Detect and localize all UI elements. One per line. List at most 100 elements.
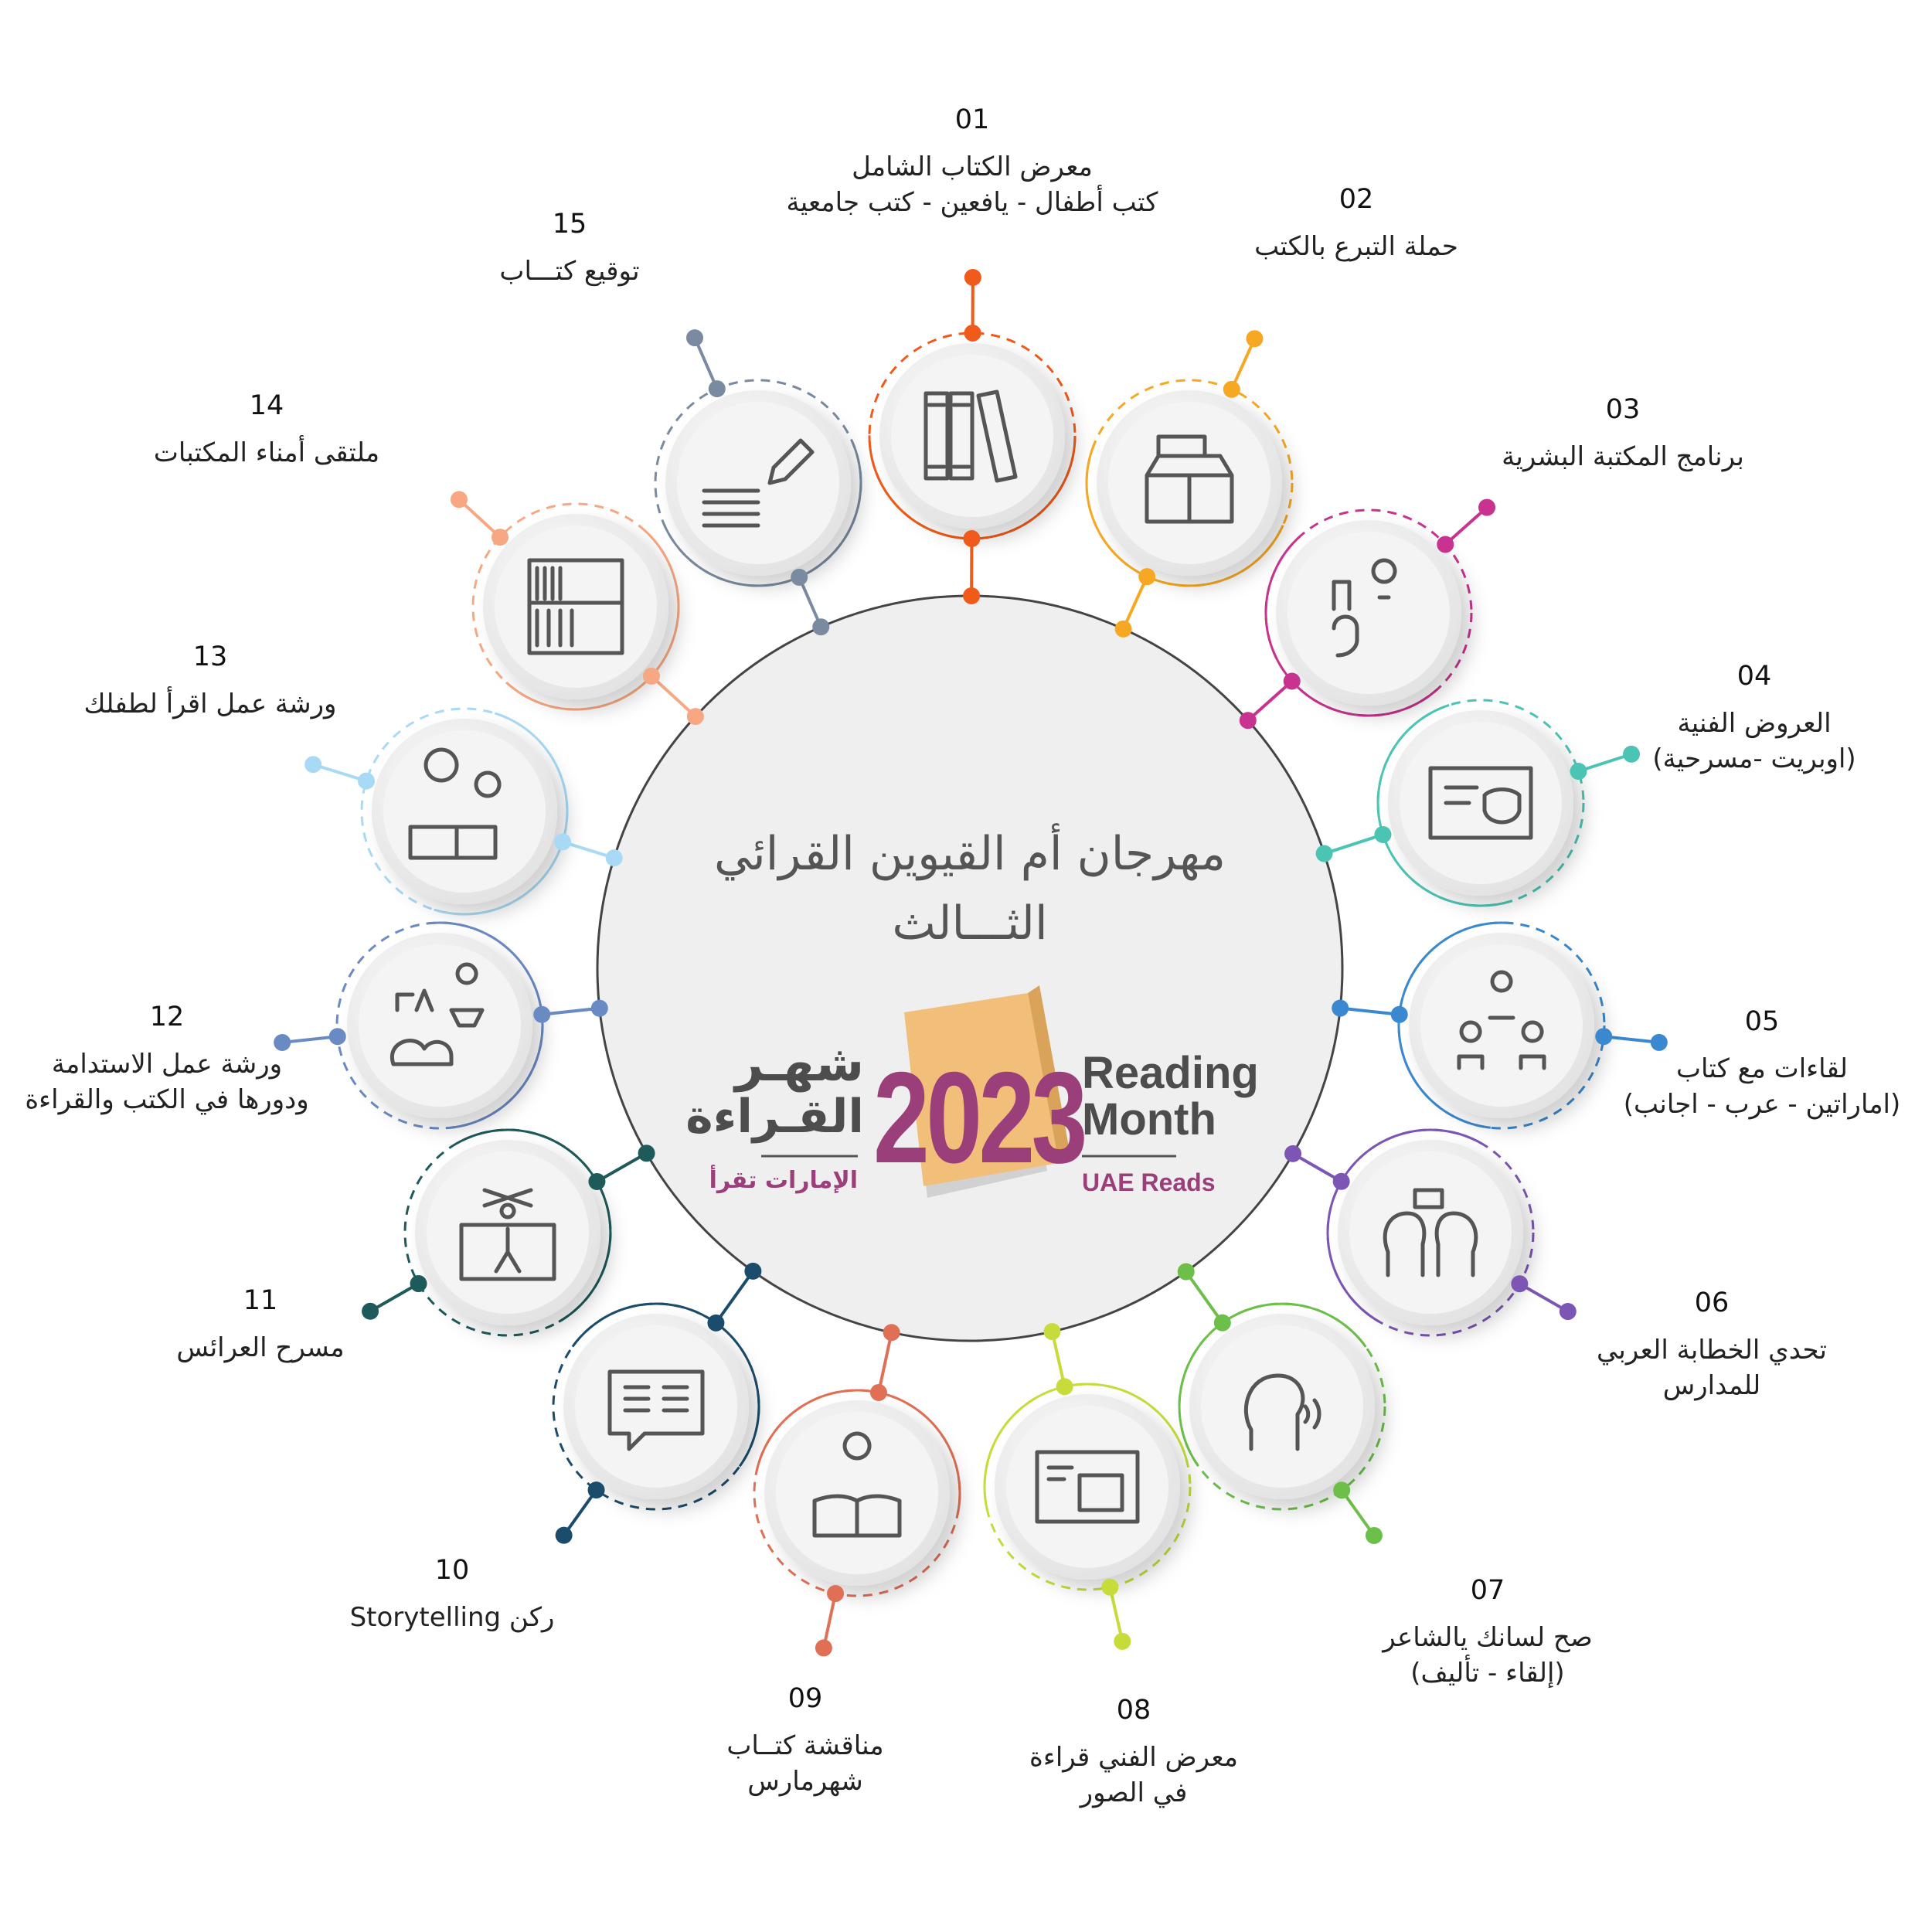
connector-dot bbox=[1043, 1323, 1061, 1341]
connector-dot bbox=[1283, 672, 1301, 690]
activity-number: 08 bbox=[1116, 1695, 1151, 1726]
inner-connector bbox=[1340, 1006, 1400, 1016]
inner-connector bbox=[714, 1270, 755, 1325]
connector-dot bbox=[963, 529, 981, 547]
activity-node-14 bbox=[450, 491, 704, 726]
activity-node-03 bbox=[1239, 498, 1496, 730]
activity-title-line: شهرمارس bbox=[747, 1766, 863, 1797]
book-box-icon bbox=[1145, 434, 1234, 524]
inner-connector bbox=[1121, 576, 1149, 630]
connector-dot bbox=[1374, 825, 1392, 843]
logo-book-icon bbox=[904, 985, 1070, 1198]
activity-title-line: صح لسانك يالشاعر bbox=[1383, 1622, 1593, 1653]
connector-dot bbox=[533, 1005, 551, 1023]
activity-title-line: ركن Storytelling bbox=[349, 1602, 555, 1633]
activity-label-09: 09 مناقشة كتــاب شهرمارس bbox=[726, 1683, 883, 1799]
connector-dot bbox=[1177, 1263, 1195, 1281]
puppet-icon bbox=[459, 1188, 556, 1281]
activity-node-15 bbox=[654, 329, 862, 636]
activity-number: 11 bbox=[243, 1285, 278, 1316]
logo-ar-line1: شهـر bbox=[735, 1036, 864, 1093]
icon-disc-inner bbox=[1006, 1406, 1168, 1568]
connector-dot bbox=[827, 1585, 845, 1603]
outer-connector bbox=[281, 1035, 338, 1044]
activity-node-02 bbox=[1085, 330, 1294, 638]
inner-connector bbox=[798, 577, 823, 628]
activity-title-line: برنامج المكتبة البشرية bbox=[1502, 441, 1744, 472]
activity-title-line: لقاءات مع كتاب bbox=[1675, 1053, 1849, 1084]
activity-title-line: مناقشة كتــاب bbox=[726, 1730, 884, 1761]
connector-dot bbox=[686, 329, 704, 347]
human-library-icon bbox=[1332, 558, 1397, 658]
connector-dot bbox=[963, 587, 981, 605]
icon-disc-inner bbox=[1287, 532, 1450, 694]
activity-number: 06 bbox=[1694, 1287, 1730, 1318]
icon-disc-inner bbox=[776, 1412, 938, 1574]
inner-connector bbox=[877, 1332, 893, 1393]
inner-connector bbox=[596, 1151, 648, 1183]
icon-disc-inner bbox=[1400, 722, 1562, 884]
activity-title-line: معرض الفني قراءة bbox=[1029, 1742, 1238, 1773]
activity-node-05 bbox=[1332, 921, 1668, 1130]
connector-dot bbox=[1511, 1275, 1529, 1293]
dashed-ring bbox=[1397, 921, 1606, 1130]
connector-dot bbox=[1478, 498, 1496, 516]
activity-title-line: ورشة عمل اقرأ لطفلك bbox=[83, 689, 337, 719]
dashed-ring bbox=[1085, 379, 1294, 587]
activity-title-line: (اوبريت -مسرحية) bbox=[1652, 743, 1856, 774]
logo-en-line2: Month bbox=[1082, 1094, 1216, 1145]
activity-number: 15 bbox=[552, 209, 587, 240]
connector-dot bbox=[1114, 620, 1132, 638]
connector-dot bbox=[1101, 1578, 1119, 1596]
outer-connector bbox=[457, 498, 502, 539]
activity-number: 02 bbox=[1338, 184, 1374, 215]
activity-number: 09 bbox=[787, 1683, 823, 1714]
icon-disc-inner bbox=[575, 1325, 737, 1488]
icon-disc-inner bbox=[1420, 944, 1583, 1107]
connector-dot bbox=[815, 1639, 832, 1657]
inner-connector bbox=[650, 675, 697, 718]
dashed-ring bbox=[1264, 509, 1473, 717]
connector-dot bbox=[1559, 1303, 1577, 1321]
connector-dot bbox=[1332, 1172, 1350, 1190]
outer-connector bbox=[1230, 338, 1257, 390]
theater-masks-icon bbox=[1428, 766, 1533, 840]
connector-dot bbox=[590, 999, 608, 1017]
activity-title-line: ورشة عمل الاستدامة bbox=[51, 1049, 283, 1080]
activity-number: 13 bbox=[192, 641, 228, 672]
outer-connector bbox=[312, 763, 367, 783]
inner-connector bbox=[562, 840, 615, 860]
inner-connector bbox=[1247, 680, 1294, 722]
logo-en-tagline: UAE Reads bbox=[1082, 1168, 1216, 1196]
connector-dot bbox=[707, 1314, 725, 1332]
book-idea-icon bbox=[812, 1431, 902, 1538]
connector-dot bbox=[554, 833, 572, 851]
inner-connector bbox=[1292, 1152, 1342, 1183]
dashed-ring bbox=[1326, 1128, 1535, 1337]
connector-dot bbox=[1365, 1526, 1383, 1544]
debate-heads-icon bbox=[1383, 1188, 1478, 1277]
connector-dot bbox=[686, 708, 704, 726]
activity-node-01 bbox=[868, 269, 1077, 605]
connector-dot bbox=[362, 1302, 379, 1320]
outer-connector bbox=[1340, 1489, 1376, 1537]
icon-disc-inner bbox=[677, 402, 839, 564]
inner-connector bbox=[1050, 1331, 1066, 1387]
connector-dot bbox=[1332, 999, 1349, 1017]
meeting-people-icon bbox=[1457, 970, 1546, 1070]
outer-connector bbox=[369, 1282, 420, 1313]
connector-dot bbox=[638, 1145, 655, 1162]
inner-connector bbox=[542, 1006, 600, 1016]
connector-dot bbox=[588, 1172, 606, 1190]
festival-edition: الثـــالث bbox=[892, 896, 1048, 951]
connector-dot bbox=[1650, 1033, 1668, 1051]
